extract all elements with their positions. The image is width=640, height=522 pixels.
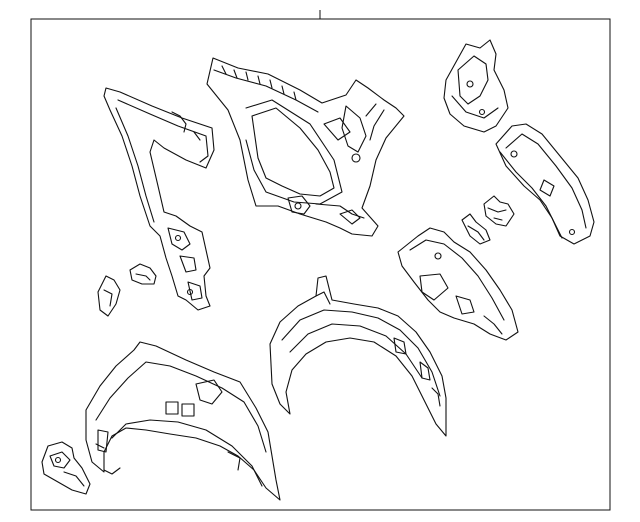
rail-extension[interactable] [495,123,595,245]
small-clip-left-upper[interactable] [129,263,157,285]
assembly-border [30,10,611,511]
corner-bracket[interactable] [41,441,91,495]
wheelhouse-outer[interactable] [85,341,281,501]
small-clip-left-lower[interactable] [97,275,121,317]
small-clip-right[interactable] [461,195,515,245]
side-rail-bracket[interactable] [397,227,519,341]
pillar-reinforcement[interactable] [103,87,215,311]
quarter-inner-panel[interactable] [206,57,405,237]
wheelhouse-inner[interactable] [269,275,447,437]
upper-bracket[interactable] [443,39,509,133]
